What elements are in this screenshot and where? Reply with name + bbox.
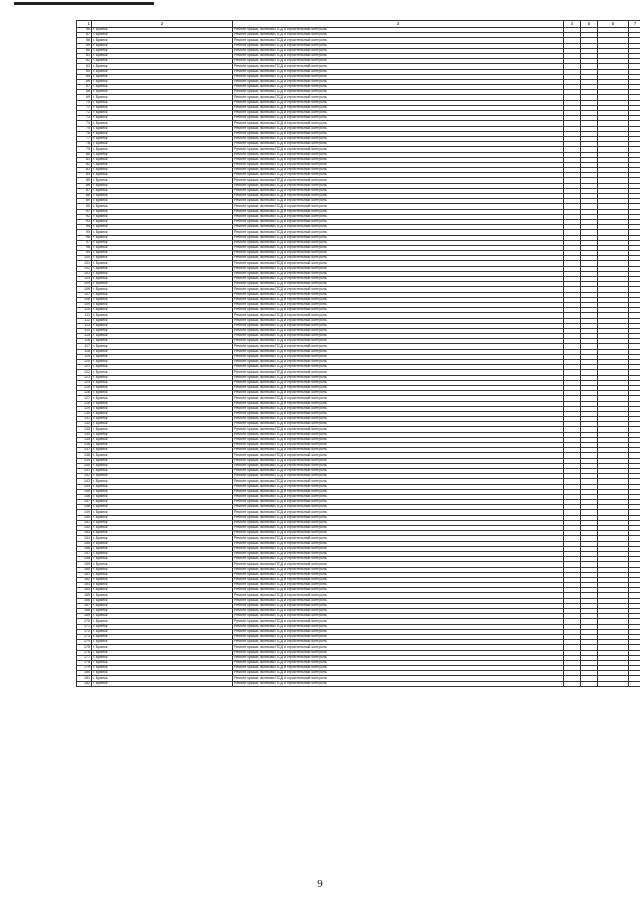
row-address: г. Брянск [91,680,233,687]
header-col-5: 5 [580,20,598,28]
row-number: 182 [76,680,92,687]
row-work-description: Ремонт крыши, включая ПСД и строительный… [232,680,564,687]
header-col-6: 6 [597,20,629,28]
header-col-7: 7 [628,20,640,28]
top-rule [14,2,154,5]
header-col-2: 2 [91,20,233,28]
row-col-5 [580,680,598,687]
page-number: 9 [317,878,323,890]
row-col-7 [628,680,640,687]
row-col-4 [563,680,581,687]
header-col-1: 1 [76,20,92,28]
header-col-4: 4 [563,20,581,28]
row-col-6 [597,680,629,687]
table-header-row: 1 2 3 4 5 6 7 [76,20,640,28]
header-col-3: 3 [232,20,564,28]
